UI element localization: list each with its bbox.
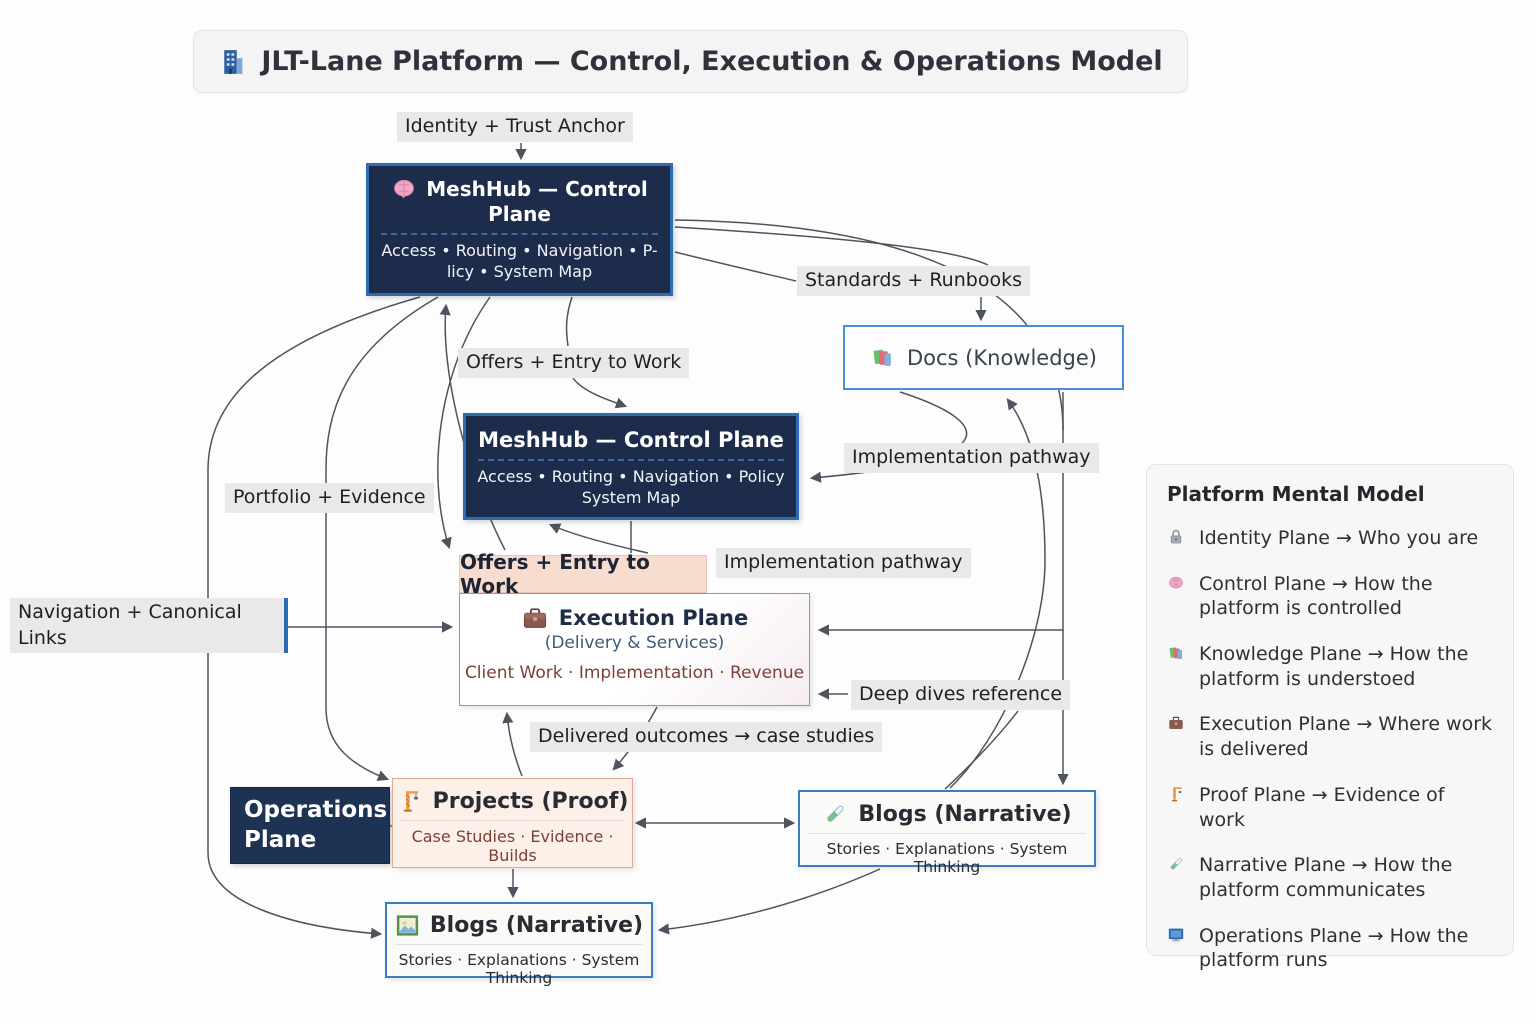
books-icon — [870, 345, 895, 370]
legend-item-control: Control Plane → How the platform is cont… — [1167, 572, 1493, 621]
lock-icon — [1167, 526, 1193, 546]
edge-label-deep-dives: Deep dives reference — [851, 680, 1071, 710]
legend-item-text: Control Plane → How the platform is cont… — [1199, 572, 1433, 620]
node-subtitle: (Delivery & Services) — [544, 633, 725, 653]
legend-item-text: Knowledge Plane → How the platform is un… — [1199, 643, 1469, 690]
node-title: MeshHub — Control — [426, 177, 648, 201]
edge-label-portfolio-evidence: Portfolio + Evidence — [225, 483, 434, 513]
meshhub-control-plane-top-node: MeshHub — Control Plane Access • Routing… — [366, 163, 673, 296]
dashed-divider — [381, 233, 658, 235]
node-title-line2: Plane — [488, 202, 551, 226]
execution-plane-node: Execution Plane (Delivery & Services) Cl… — [459, 593, 810, 706]
legend-item-text: Operations Plane → How the platform runs — [1199, 924, 1469, 972]
diagram-title: JLT-Lane Platform — Control, Execution &… — [261, 46, 1163, 77]
brain-icon — [1167, 572, 1193, 592]
test-tube-icon — [1167, 853, 1193, 873]
edge-label-identity-trust: Identity + Trust Anchor — [397, 112, 633, 142]
brain-icon — [391, 176, 417, 202]
legend-item-text: Narrative Plane → How the platform commu… — [1199, 854, 1453, 901]
legend-item-knowledge: Knowledge Plane → How the platform is un… — [1167, 642, 1493, 691]
construction-icon — [1167, 783, 1193, 803]
construction-icon — [397, 788, 423, 814]
node-title: Operations — [244, 797, 388, 823]
docs-knowledge-node: Docs (Knowledge) — [843, 325, 1124, 390]
meshhub-control-plane-mid-node: MeshHub — Control Plane Access • Routing… — [463, 413, 799, 520]
desktop-icon — [1167, 924, 1193, 944]
legend-item-operations: Operations Plane → How the platform runs — [1167, 924, 1493, 973]
picture-icon — [395, 913, 420, 938]
node-title: Execution Plane — [558, 606, 749, 630]
legend-item-text: Identity Plane → Who you are — [1199, 527, 1479, 549]
blogs-narrative-bottom-node: Blogs (Narrative) Stories · Explanations… — [385, 902, 653, 987]
legend-item-text: Execution Plane → Where work is delivere… — [1199, 713, 1493, 761]
node-items: Client Work · Implementation · Revenue — [464, 663, 805, 683]
briefcase-icon — [1167, 712, 1193, 732]
edge-label-delivered-outcomes: Delivered outcomes → case studies — [530, 722, 883, 752]
edge-label-implementation-pathway-lower: Implementation pathway — [716, 548, 971, 578]
legend-item-execution: Execution Plane → Where work is delivere… — [1167, 712, 1493, 761]
dashed-divider — [478, 459, 784, 461]
divider — [395, 944, 643, 945]
diagram-title-card: JLT-Lane Platform — Control, Execution &… — [193, 30, 1188, 93]
edge-label-standards-runbooks: Standards + Runbooks — [797, 266, 1030, 296]
edge-label-offers-entry: Offers + Entry to Work — [458, 348, 690, 378]
node-subtitle: Access • Routing • Navigation • Policy — [477, 467, 785, 486]
node-title: MeshHub — Control Plane — [478, 428, 784, 452]
node-subtitle: Access • Routing • Navigation • P- — [381, 241, 658, 260]
node-title: Blogs (Narrative) — [858, 801, 1072, 827]
legend-item-text: Proof Plane → Evidence of work — [1199, 783, 1445, 831]
projects-proof-node: Projects (Proof) Case Studies · Evidence… — [392, 778, 633, 868]
node-title-line2: Plane — [244, 826, 317, 853]
legend-item-narrative: Narrative Plane → How the platform commu… — [1167, 853, 1493, 902]
test-tube-icon — [822, 801, 848, 827]
node-title: Blogs (Narrative) — [429, 913, 644, 938]
edge-label-navigation-canonical: Navigation + Canonical Links — [10, 598, 288, 654]
books-icon — [1167, 642, 1193, 662]
briefcase-icon — [521, 604, 549, 632]
node-title: Docs (Knowledge) — [906, 345, 1097, 370]
node-title: Projects (Proof) — [432, 788, 629, 814]
node-items: Stories · Explanations · System Thinking — [398, 951, 640, 987]
header-text: Offers + Entry to Work — [460, 550, 650, 598]
office-building-icon — [218, 47, 248, 77]
node-items: Stories · Explanations · System Thinking — [826, 840, 1068, 876]
node-subtitle: System Map — [581, 487, 681, 507]
legend-panel: Platform Mental Model Identity Plane → W… — [1146, 464, 1514, 971]
legend-item-identity: Identity Plane → Who you are — [1167, 526, 1493, 551]
offers-entry-to-work-header: Offers + Entry to Work — [459, 550, 707, 598]
node-subtitle: licy • System Map — [446, 261, 593, 281]
legend-title: Platform Mental Model — [1167, 482, 1425, 506]
divider — [401, 820, 624, 821]
node-items: Case Studies · Evidence · Builds — [411, 827, 614, 865]
legend-item-proof: Proof Plane → Evidence of work — [1167, 783, 1493, 832]
edge-label-implementation-pathway-upper: Implementation pathway — [844, 443, 1099, 473]
divider — [808, 833, 1086, 834]
blogs-narrative-right-node: Blogs (Narrative) Stories · Explanations… — [798, 790, 1096, 876]
operations-plane-node: Operations Plane — [230, 787, 390, 864]
